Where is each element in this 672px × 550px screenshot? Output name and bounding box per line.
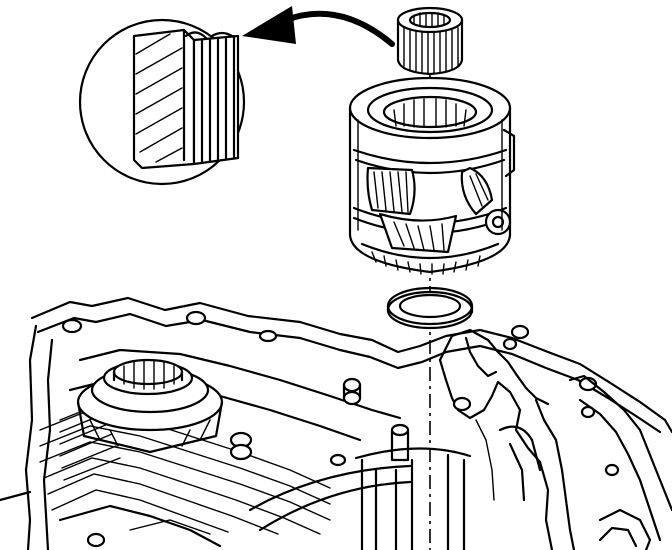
inset-splines: [200, 34, 236, 164]
direction-arrow: [242, 6, 395, 47]
case-bracket: [438, 324, 576, 550]
thrust-washer: [386, 286, 474, 330]
carrier-splines: [393, 98, 467, 128]
differential-carrier: [348, 76, 516, 275]
bearing-race: [76, 358, 224, 454]
detail-inset: [78, 18, 246, 186]
ring-gear-teeth: [371, 251, 481, 275]
output-gear-teeth: [403, 27, 459, 75]
carrier-pinion-gear: [373, 171, 409, 213]
transmission-case: [0, 296, 672, 550]
output-gear: [396, 6, 464, 76]
inset-hatching: [135, 33, 183, 163]
